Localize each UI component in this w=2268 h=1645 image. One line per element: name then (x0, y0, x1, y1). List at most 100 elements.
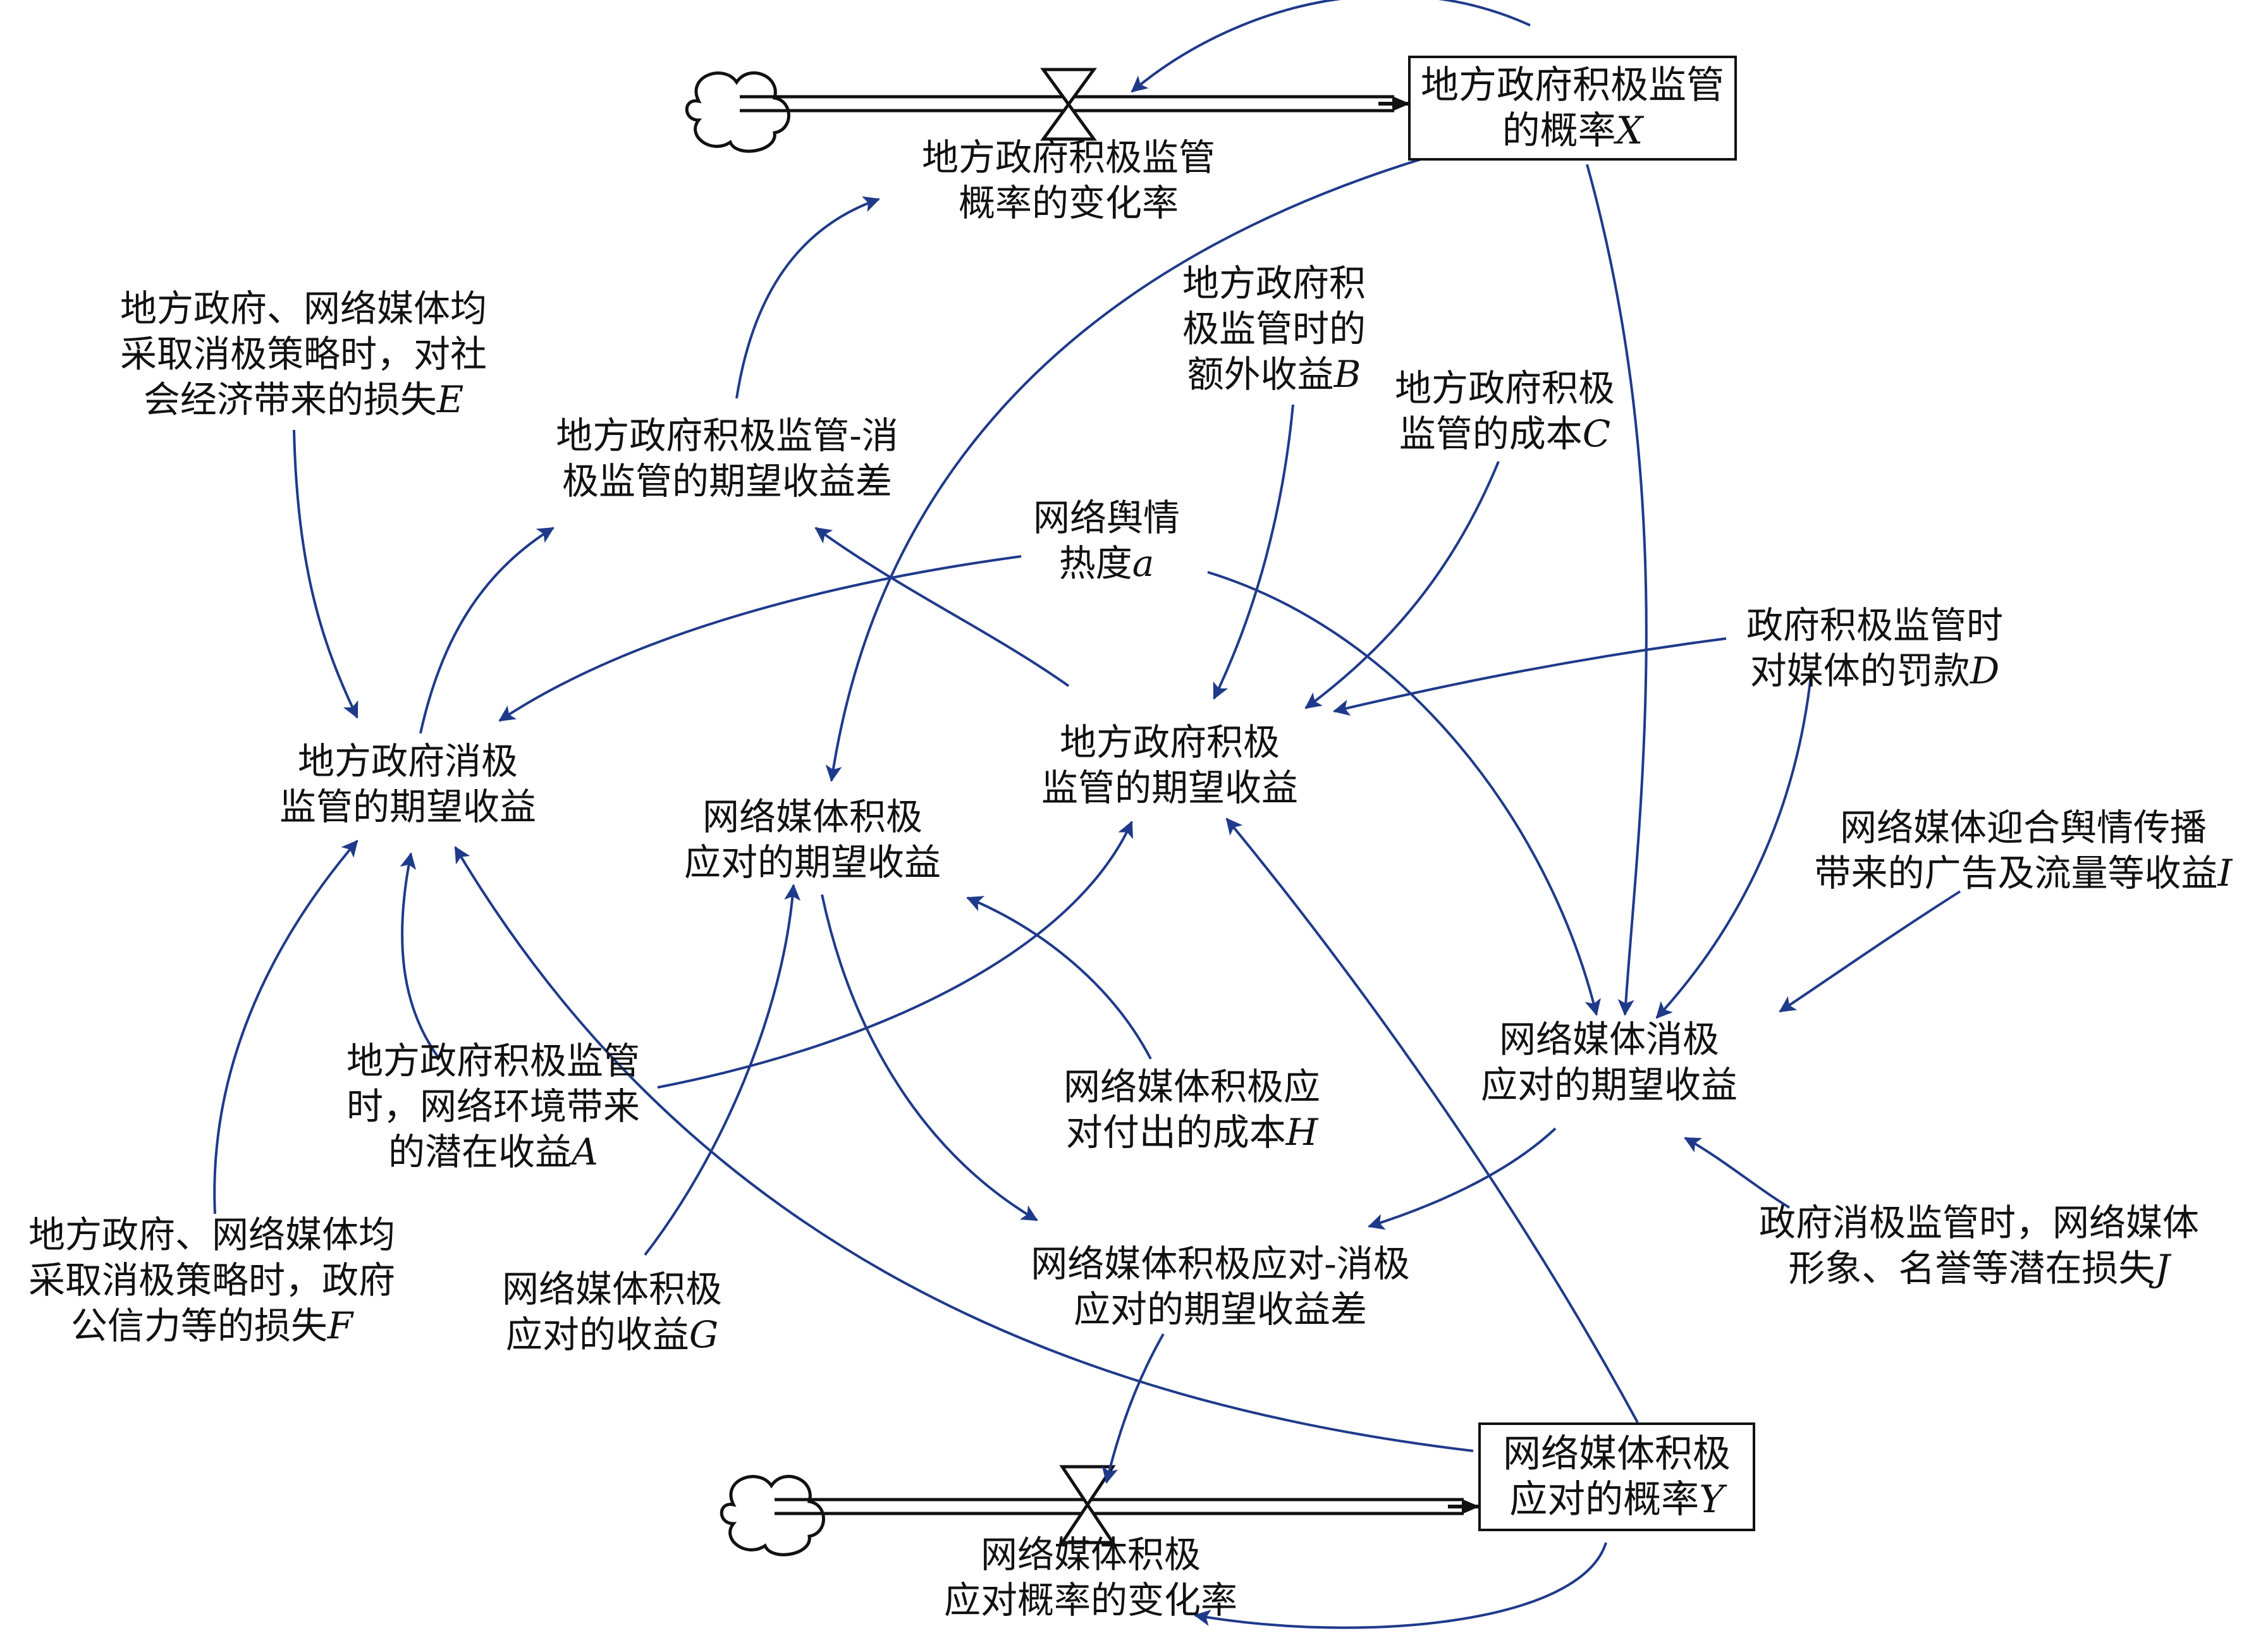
param-e-label-symbol: E (436, 378, 464, 421)
flow-x-label-line-2: 概率的变化率 (922, 180, 1215, 226)
arrow-stock-y-to-flow-y (1194, 1542, 1607, 1629)
gov-pos-label-line-2-text: 监管的期望收益 (1041, 766, 1299, 809)
param-a-small-label-line-2: 热度a (1033, 541, 1180, 586)
param-e-label-line-1: 地方政府、网络媒体均 (120, 286, 487, 331)
param-d-label-line-1-text: 政府积极监管时 (1746, 604, 2004, 647)
media-pos-label-line-1-text: 网络媒体积极 (702, 795, 923, 838)
arrow-param-a-to-gov-neg (400, 852, 441, 1060)
valve-y-icon (1059, 1465, 1116, 1544)
param-g-label: 网络媒体积极应对的收益G (502, 1266, 722, 1357)
media-neg-label-line-2: 应对的期望收益 (1481, 1062, 1738, 1108)
param-h-label: 网络媒体积极应对付出的成本H (1064, 1064, 1320, 1155)
arrow-param-i-to-media-neg (1779, 890, 1961, 1013)
param-b-label-line-1: 地方政府积 (1182, 260, 1366, 306)
flow-x-label-line-2-text: 概率的变化率 (958, 181, 1179, 224)
param-e-label-line-3-text: 会经济带来的损失 (143, 378, 437, 421)
param-a-small-label: 网络舆情热度a (1033, 495, 1180, 586)
param-g-label-symbol: G (689, 1313, 719, 1356)
param-h-label-line-2: 对付出的成本H (1064, 1110, 1320, 1155)
gov-pos-label-line-1: 地方政府积极 (1041, 719, 1298, 765)
param-a-label-line-3-text: 的潜在收益 (388, 1130, 572, 1173)
arrow-gov-neg-to-gov-diff (419, 527, 555, 734)
gov-diff-label-line-2: 极监管的期望收益差 (556, 458, 898, 504)
param-g-label-line-2: 应对的收益G (502, 1312, 722, 1357)
stock-x-label-line-2: 的概率X (1421, 108, 1724, 154)
param-a-label-line-1: 地方政府积极监管 (346, 1038, 640, 1084)
param-f-label-line-1: 地方政府、网络媒体均 (28, 1212, 395, 1257)
flow-x-label-line-1-text: 地方政府积极监管 (921, 136, 1216, 179)
media-pos-label-line-2-text: 应对的期望收益 (683, 841, 941, 884)
param-b-label-line-3-text: 额外收益 (1187, 353, 1334, 396)
arrow-a-small-to-gov-neg (498, 555, 1022, 722)
arrow-param-d-to-media-neg (1655, 670, 1813, 1019)
param-e-label: 地方政府、网络媒体均采取消极策略时，对社会经济带来的损失E (120, 286, 487, 422)
flow-y-label-line-2-text: 应对概率的变化率 (943, 1579, 1238, 1622)
flow-y-label-line-1-text: 网络媒体积极 (980, 1533, 1201, 1576)
arrow-param-j-to-media-neg (1684, 1137, 1791, 1209)
param-c-label-symbol: C (1582, 412, 1611, 455)
arrow-stock-x-to-flow-x (1131, 0, 1531, 93)
param-a-label-symbol: A (572, 1130, 598, 1173)
param-j-label-line-2-text: 形象、名誉等潜在损失 (1788, 1247, 2155, 1290)
param-i-label-line-2-text: 带来的广告及流量等收益 (1814, 852, 2218, 895)
param-g-label-line-1-text: 网络媒体积极 (501, 1268, 723, 1311)
param-j-label-line-1: 政府消极监管时，网络媒体 (1759, 1200, 2199, 1245)
media-pos-label-line-1: 网络媒体积极 (684, 794, 941, 840)
param-i-label-line-1: 网络媒体迎合舆情传播 (1815, 805, 2233, 850)
param-e-label-line-3: 会经济带来的损失E (120, 377, 487, 422)
stock-y-box[interactable]: 网络媒体积极应对的概率Y (1478, 1422, 1755, 1531)
arrow-param-f-to-gov-neg (213, 840, 359, 1214)
param-b-label-line-2: 极监管时的 (1182, 306, 1366, 352)
param-j-label-symbol: J (2155, 1247, 2170, 1290)
param-g-label-line-1: 网络媒体积极 (502, 1266, 722, 1312)
param-a-small-label-line-1: 网络舆情 (1033, 495, 1180, 541)
param-f-label-line-1-text: 地方政府、网络媒体均 (28, 1213, 396, 1256)
param-a-label-line-3: 的潜在收益A (346, 1129, 640, 1175)
gov-diff-label-line-2-text: 极监管的期望收益差 (561, 460, 893, 503)
param-h-label-line-2-text: 对付出的成本 (1065, 1111, 1286, 1154)
arrow-param-b-to-gov-pos (1213, 404, 1294, 700)
param-h-label-symbol: H (1285, 1111, 1318, 1154)
flow-pipe-x (685, 68, 1410, 153)
gov-neg-label-line-1-text: 地方政府消极 (297, 740, 518, 783)
arrow-media-pos-to-media-diff (821, 894, 1038, 1221)
stock-x-box[interactable]: 地方政府积极监管的概率X (1408, 56, 1737, 161)
media-neg-label-line-1: 网络媒体消极 (1481, 1017, 1738, 1062)
param-c-label-line-1-text: 地方政府积极 (1394, 367, 1615, 410)
media-diff-label-line-1: 网络媒体积极应对-消极 (1031, 1241, 1410, 1287)
param-h-label-line-1-text: 网络媒体积极应 (1063, 1065, 1321, 1108)
media-neg-label-line-1-text: 网络媒体消极 (1499, 1018, 1720, 1061)
param-d-label-symbol: D (1970, 649, 2000, 692)
media-diff-label-line-1-text: 网络媒体积极应对-消极 (1031, 1242, 1410, 1285)
param-g-label-line-2-text: 应对的收益 (505, 1313, 689, 1356)
gov-neg-label: 地方政府消极监管的期望收益 (279, 738, 536, 829)
flow-y-label-line-2: 应对概率的变化率 (944, 1577, 1237, 1623)
stock-x-label-line-1: 地方政府积极监管 (1421, 63, 1724, 108)
param-b-label-line-1-text: 地方政府积 (1182, 262, 1366, 305)
stock-y-label-line-1: 网络媒体积极 (1503, 1431, 1731, 1477)
param-a-small-label-symbol: a (1132, 542, 1155, 585)
media-diff-label-line-2: 应对的期望收益差 (1031, 1287, 1410, 1332)
param-e-label-line-2-text: 采取消极策略时，对社 (120, 333, 487, 376)
stock-y-label-line-2: 应对的概率Y (1503, 1477, 1731, 1522)
flow-y-label-line-1: 网络媒体积极 (944, 1532, 1237, 1577)
param-a-label-line-2: 时，网络环境带来 (346, 1084, 640, 1129)
arrow-media-diff-to-flow-y (1101, 1333, 1165, 1484)
flow-pipe-y (720, 1465, 1480, 1556)
param-f-label-line-2-text: 采取消极策略时，政府 (28, 1259, 396, 1302)
gov-neg-label-line-2: 监管的期望收益 (279, 784, 536, 829)
stock-y-label-line-1-text: 网络媒体积极 (1503, 1432, 1731, 1476)
stock-x-label-line-1-text: 地方政府积极监管 (1421, 63, 1724, 107)
param-b-label-line-2-text: 极监管时的 (1182, 307, 1366, 350)
flow-y-label: 网络媒体积极应对概率的变化率 (944, 1532, 1237, 1623)
param-a-label-line-2-text: 时，网络环境带来 (346, 1085, 641, 1128)
arrow-stock-y-to-gov-neg (454, 846, 1474, 1452)
param-f-label-line-3: 公信力等的损失F (28, 1303, 395, 1348)
flow-x-label-line-1: 地方政府积极监管 (922, 135, 1215, 180)
arrow-param-c-to-gov-pos (1304, 461, 1500, 709)
gov-neg-label-line-1: 地方政府消极 (279, 738, 536, 784)
gov-pos-label-line-2: 监管的期望收益 (1041, 765, 1298, 810)
stock-y-label-line-2-text: 应对的概率 (1509, 1477, 1700, 1522)
param-i-label-line-2: 带来的广告及流量等收益I (1815, 850, 2233, 896)
